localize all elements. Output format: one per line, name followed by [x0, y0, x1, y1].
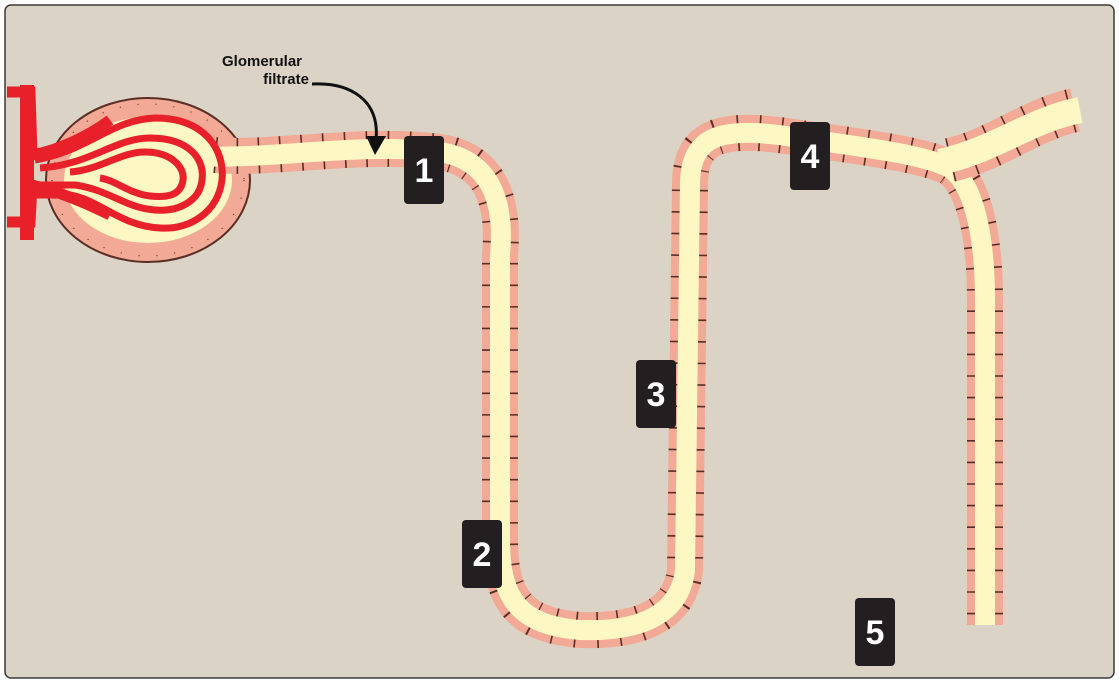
- marker-5-label: 5: [866, 614, 885, 652]
- marker-2-label: 2: [473, 536, 492, 574]
- annotation-line2: filtrate: [263, 71, 309, 88]
- marker-1-label: 1: [415, 152, 434, 190]
- marker-4-label: 4: [801, 138, 820, 176]
- marker-2: 2: [462, 520, 502, 588]
- annotation-line1: Glomerular: [222, 53, 302, 70]
- marker-1: 1: [404, 136, 444, 204]
- marker-3: 3: [636, 360, 676, 428]
- marker-3-label: 3: [647, 376, 666, 414]
- marker-4: 4: [790, 122, 830, 190]
- marker-5: 5: [855, 598, 895, 666]
